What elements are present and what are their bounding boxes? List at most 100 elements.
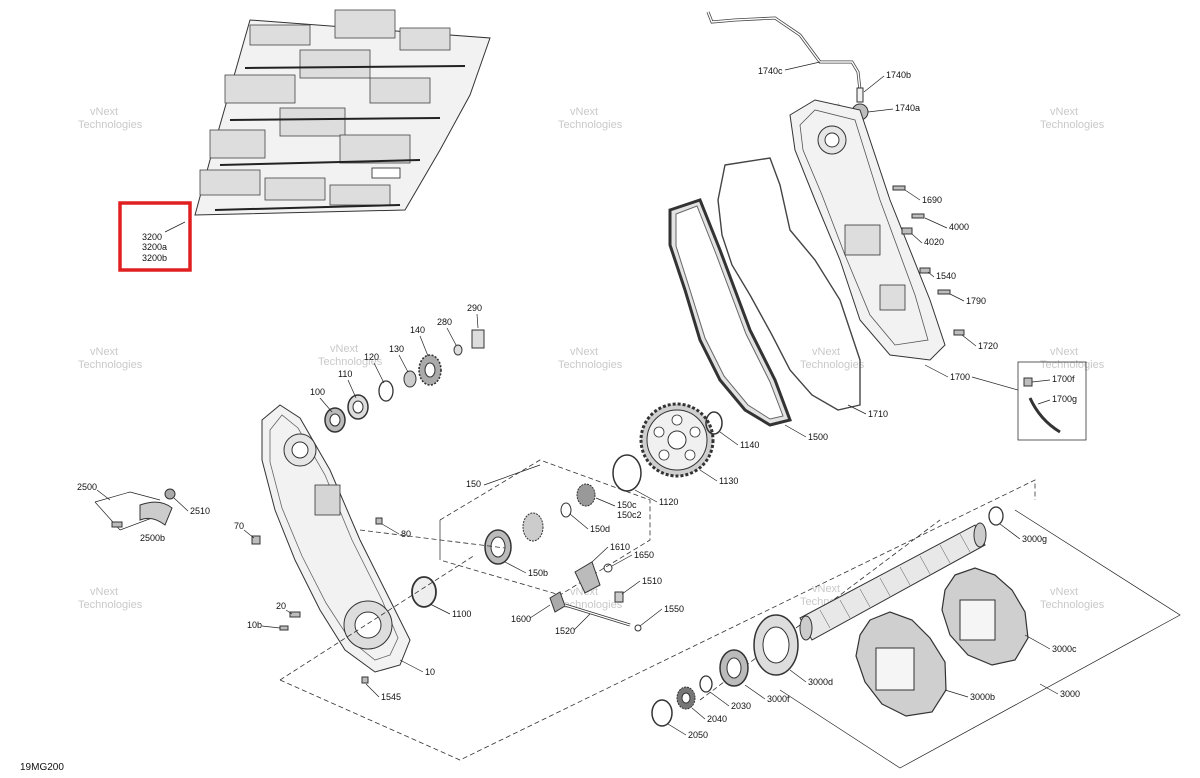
circlip-2050 <box>651 699 673 727</box>
bearing-3000f <box>719 649 749 687</box>
part-label-1740a: 1740a <box>895 103 920 113</box>
chaincase-housing-illustration <box>261 404 411 673</box>
part-label-1720: 1720 <box>978 341 998 351</box>
part-label-1140: 1140 <box>740 440 759 450</box>
part-label-3000f: 3000f <box>767 694 790 704</box>
part-label-290: 290 <box>467 303 482 313</box>
part-label-80: 80 <box>401 529 411 539</box>
part-label-20: 20 <box>276 601 286 611</box>
part-label-1690: 1690 <box>922 195 942 205</box>
svg-text:Technologies: Technologies <box>78 599 143 611</box>
bracket-2500 <box>94 488 176 531</box>
seal-1100 <box>411 576 437 608</box>
tensioner-assembly <box>549 561 642 632</box>
flange-3000d <box>753 614 799 676</box>
circlip-1140 <box>705 411 723 435</box>
watermark: vNext Technologies <box>78 346 143 371</box>
svg-text:Technologies: Technologies <box>558 119 623 131</box>
part-label-1130: 1130 <box>719 476 738 486</box>
part-label-3000b: 3000b <box>970 692 995 702</box>
upper-sprocket-stack <box>324 329 485 433</box>
part-label-1650: 1650 <box>634 550 654 560</box>
watermark: vNext Technologies <box>1040 106 1105 131</box>
part-label-3000: 3000 <box>1060 689 1080 699</box>
svg-text:vNext: vNext <box>1050 106 1078 118</box>
svg-text:vNext: vNext <box>812 346 840 358</box>
svg-text:Technologies: Technologies <box>800 359 865 371</box>
part-label-1550: 1550 <box>664 604 684 614</box>
svg-text:Technologies: Technologies <box>558 359 623 371</box>
part-label-150c: 150c <box>617 500 637 510</box>
part-label-1710: 1710 <box>868 409 888 419</box>
part-label-1500: 1500 <box>808 432 828 442</box>
svg-text:vNext: vNext <box>330 343 358 355</box>
part-label-150c2: 150c2 <box>617 510 642 520</box>
svg-text:vNext: vNext <box>90 586 118 598</box>
part-label-1100: 1100 <box>452 609 471 619</box>
part-label-1120: 1120 <box>659 497 678 507</box>
bolts-cover <box>892 185 965 336</box>
gear-2040 <box>676 686 696 710</box>
part-label-2040: 2040 <box>707 714 727 724</box>
svg-text:vNext: vNext <box>1050 586 1078 598</box>
part-label-4020: 4020 <box>924 237 944 247</box>
part-label-2510: 2510 <box>190 506 210 516</box>
svg-text:Technologies: Technologies <box>78 119 143 131</box>
part-label-130: 130 <box>389 344 404 354</box>
chain-1500 <box>668 198 792 427</box>
part-label-3000c: 3000c <box>1052 644 1077 654</box>
part-label-1700: 1700 <box>950 372 970 382</box>
svg-text:Technologies: Technologies <box>318 356 383 368</box>
watermark: vNext Technologies <box>78 586 143 611</box>
part-label-1545: 1545 <box>381 692 401 702</box>
part-label-1520: 1520 <box>555 626 575 636</box>
svg-text:vNext: vNext <box>812 583 840 595</box>
svg-text:vNext: vNext <box>90 106 118 118</box>
part-label-2500b: 2500b <box>140 533 165 543</box>
circlip-3000g <box>988 506 1004 526</box>
part-label-10: 10 <box>425 667 435 677</box>
figure-code: 19MG200 <box>20 762 64 773</box>
svg-text:Technologies: Technologies <box>78 359 143 371</box>
watermark: vNext Technologies <box>1040 586 1105 611</box>
part-label-150: 150 <box>466 479 481 489</box>
watermark: vNext Technologies <box>558 346 623 371</box>
watermark: vNext Technologies <box>78 106 143 131</box>
part-label-1700f: 1700f <box>1052 374 1075 384</box>
gasket-1710 <box>717 157 861 411</box>
part-label-1540: 1540 <box>936 271 956 281</box>
drive-shaft-3000 <box>799 522 987 641</box>
part-label-1700g: 1700g <box>1052 394 1077 404</box>
part-label-3000d: 3000d <box>808 677 833 687</box>
sprocket-3000b <box>855 611 947 717</box>
part-label-110: 110 <box>338 369 352 379</box>
part-label-1510: 1510 <box>642 576 662 586</box>
svg-text:Technologies: Technologies <box>1040 359 1105 371</box>
part-label-280: 280 <box>437 317 452 327</box>
part-label-3200b: 3200b <box>142 253 167 263</box>
part-label-1610: 1610 <box>610 542 630 552</box>
part-label-1740c: 1740c <box>758 66 783 76</box>
bearing-150-stack <box>484 483 596 565</box>
detail-box-1700 <box>1017 361 1087 441</box>
part-label-70: 70 <box>234 521 244 531</box>
gear-1130 <box>639 402 715 478</box>
hose-illustration <box>706 11 862 91</box>
circlip-1120 <box>612 454 642 492</box>
part-label-1790: 1790 <box>966 296 986 306</box>
part-label-2050: 2050 <box>688 730 708 740</box>
watermark: vNext Technologies <box>800 346 865 371</box>
part-label-2500: 2500 <box>77 482 97 492</box>
svg-text:vNext: vNext <box>570 106 598 118</box>
track-illustration <box>194 9 491 216</box>
part-label-100: 100 <box>310 387 325 397</box>
part-label-4000: 4000 <box>949 222 969 232</box>
highlight-box <box>118 201 192 272</box>
part-label-3200a: 3200a <box>142 242 167 252</box>
part-label-120: 120 <box>364 352 379 362</box>
svg-text:Technologies: Technologies <box>1040 119 1105 131</box>
part-label-3000g: 3000g <box>1022 534 1047 544</box>
sprocket-3000c <box>941 567 1029 666</box>
svg-text:vNext: vNext <box>570 346 598 358</box>
